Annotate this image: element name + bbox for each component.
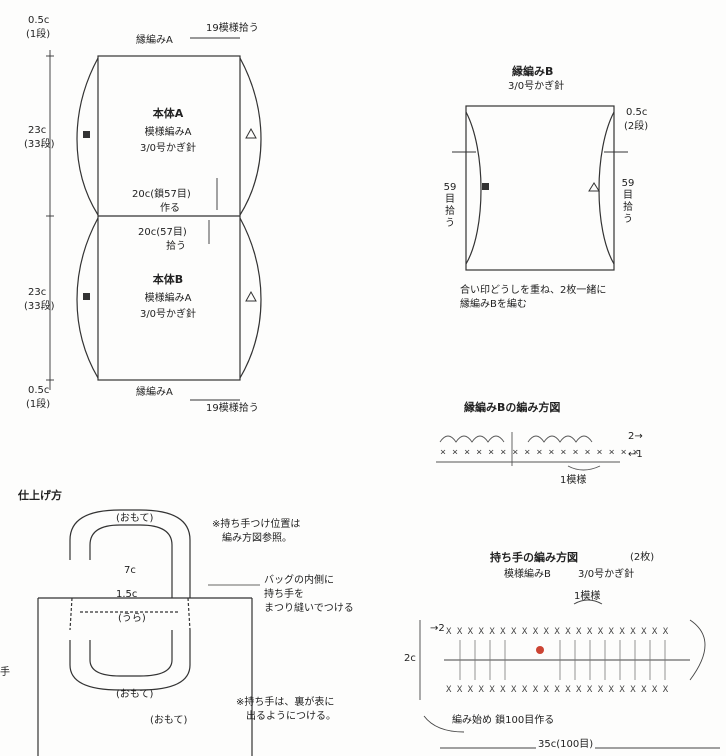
body-a-hook: 3/0号かぎ針 [139,143,197,154]
edge-bottom-rows: (1段) [26,399,51,410]
body-b-right-curve [239,217,262,379]
border-b-chart-picots-right [527,435,593,443]
border-b-left-curve [465,111,482,265]
handle-chart-row2: X X X X X X X X X X X X X X X X X X X X … [446,627,669,637]
make-width: 20c(鎖57目) [132,189,191,200]
border-a-bottom-label: 縁編みA [136,387,173,398]
body-b-square-marker [83,293,90,300]
finishing-title: 仕上げ方 [18,489,62,502]
body-a-left-curve [76,57,99,216]
handle-chart-start-marker [536,646,544,654]
handle-chart-count: (2枚) [630,552,655,563]
body-a-right-curve [239,57,262,216]
body-b-hook: 3/0号かぎ針 [139,309,197,320]
border-b-chart-row2: 2→ [628,431,643,442]
border-b-chart-picots-left [439,435,505,443]
border-b-chart-repeat: 1模様 [560,475,587,486]
finishing-note3-line2: 出るようにつける。 [246,711,336,722]
border-b-repeat-bracket [567,465,601,471]
pick-width: 20c(57目) [138,227,187,238]
border-b-edge-length: 0.5c [626,107,648,118]
body-a-title: 本体A [152,107,184,120]
border-b-edge-rows: (2段) [624,121,649,132]
finishing-ura: (うら) [118,613,146,624]
pickup-bottom-label: 19模様拾う [206,403,259,414]
handle-chart-repeat: 1模様 [574,591,601,602]
finishing-note1-line1: ※持ち手つけ位置は [212,519,301,530]
body-b-height: 23c [28,287,47,298]
body-a-height: 23c [28,125,47,136]
body-a-pattern: 模様編みA [144,127,192,138]
border-b-chart-stitches: × × × × × × × × × × × × × × × × × [440,447,639,458]
handle-chart-turn [689,619,706,681]
border-b-chart-title: 縁編みBの編み方図 [464,401,561,414]
border-b-title: 縁編みB [512,65,554,78]
finishing-left-label: 手 [0,667,10,678]
body-a-square-marker [83,131,90,138]
handle-chart-start: 編み始め 鎖100目作る [452,715,555,726]
finishing-omote-top: (おもて) [116,513,154,524]
finishing-note1-line2: 編み方図参照。 [222,533,292,544]
handle-chart-title: 持ち手の編み方図 [490,551,578,564]
body-a-rows: (33段) [24,139,55,150]
handle-chart-pattern: 模様編みB [504,569,551,580]
finishing-note2-line2: 持ち手を [264,589,304,600]
body-a-triangle-marker [245,127,257,139]
body-b-rows: (33段) [24,301,55,312]
body-outline [97,55,241,381]
handle-chart-row1: X X X X X X X X X X X X X X X X X X X X … [446,685,669,695]
border-b-chart-row1: ←1 [628,449,643,460]
pickup-top-label: 19模様拾う [206,23,259,34]
finishing-width-15c: 1.5c [116,589,138,600]
body-b-triangle-marker [245,290,257,302]
handle-chart-length: 35c(100目) [536,739,596,750]
border-a-top-label: 縁編みA [136,35,173,46]
border-b-note-line2: 縁編みBを編む [460,299,527,310]
body-b-title: 本体B [152,273,184,286]
border-b-square-marker [482,183,489,190]
border-b-outline [465,105,615,271]
handle-chart-columns [459,640,666,680]
pick-action: 拾う [166,241,186,252]
border-b-hook: 3/0号かぎ針 [508,81,565,92]
finishing-omote-bag: (おもて) [150,715,188,726]
body-b-pattern: 模様編みA [144,293,192,304]
handle-chart-height: 2c [404,653,416,664]
make-action: 作る [160,203,180,214]
edge-top-length: 0.5c [28,15,50,26]
finishing-bottom-handle [69,630,191,691]
finishing-width-7c: 7c [124,565,136,576]
edge-top-rows: (1段) [26,29,51,40]
handle-chart-hook: 3/0号かぎ針 [578,569,635,580]
finishing-omote-bottom: (おもて) [116,689,154,700]
body-b-left-curve [76,217,99,379]
border-b-triangle-marker [588,182,600,192]
finishing-note2-line3: まつり縫いでつける [264,603,354,614]
finishing-top-handle [69,509,191,598]
edge-bottom-length: 0.5c [28,385,50,396]
border-b-right-curve [598,111,615,265]
finishing-note3-line1: ※持ち手は、裏が表に [236,697,335,708]
finishing-note2-line1: バッグの内側に [264,575,334,586]
border-b-note-line1: 合い印どうしを重ね、2枚一緒に [460,285,607,296]
handle-chart-row-mark: →2 [430,623,445,634]
